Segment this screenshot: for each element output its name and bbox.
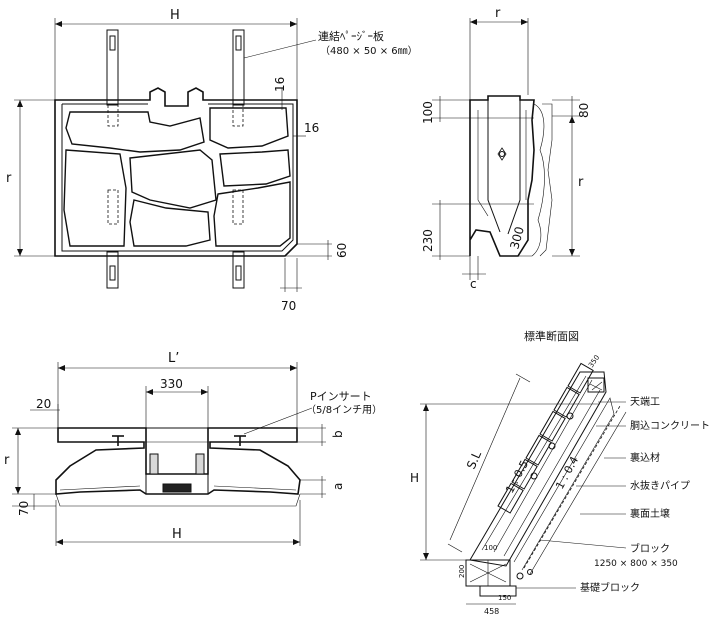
label-base: 基礎ブロック — [580, 581, 640, 594]
top-dim-70: 70 — [281, 299, 296, 313]
side-dim-230: 230 — [421, 229, 435, 252]
section-title: 標準断面図 — [524, 329, 579, 343]
front-dim-330: 330 — [160, 377, 183, 391]
top-dim-16-horizontal: 16 — [304, 121, 319, 135]
section-dim-H: H — [410, 471, 419, 485]
block-size: 1250 × 800 × 350 — [594, 559, 678, 569]
block-outline — [54, 87, 298, 257]
connecting-plate-left-top — [106, 29, 119, 106]
side-top-r: r — [495, 6, 501, 21]
side-dim-r: r — [578, 175, 584, 190]
front-dim-H: H — [172, 527, 182, 542]
section-dim-350: 350 — [587, 354, 601, 370]
section-dim-150: 150 — [498, 594, 511, 602]
connecting-plate-right-top — [232, 29, 245, 106]
section-dim-SL: S.L — [464, 449, 484, 472]
section-dim-200: 200 — [458, 565, 466, 578]
section-dim-100: 100 — [484, 544, 497, 552]
side-dim-c: c — [470, 277, 477, 291]
front-dim-b: b — [331, 430, 345, 438]
top-dim-60: 60 — [335, 243, 349, 258]
stone-pattern — [63, 107, 291, 247]
front-dim-a: a — [331, 483, 345, 490]
front-view: L’ 330 20 Pインサート （5/8インチ用） — [4, 351, 382, 546]
top-view-height-label: r — [6, 171, 12, 186]
top-view-width-label: H — [170, 8, 180, 23]
top-view: H r — [6, 8, 418, 313]
side-dim-80: 80 — [577, 103, 591, 118]
front-dim-r: r — [4, 453, 10, 468]
front-insert-spec: （5/8インチ用） — [306, 404, 382, 416]
standard-section: 標準断面図 H S.L 350 — [410, 329, 710, 616]
side-dim-300: 300 — [507, 225, 526, 251]
section-slope-1: 1 : 0.5 — [503, 458, 531, 495]
label-pipe: 水抜きパイプ — [630, 479, 690, 492]
p-insert-left — [112, 435, 124, 446]
p-insert-right — [234, 435, 246, 446]
section-blocks — [497, 362, 594, 514]
front-dim-70: 70 — [17, 501, 31, 516]
plate-size: （480 × 50 × 6㎜） — [320, 45, 418, 57]
top-dim-16-vertical: 16 — [273, 77, 287, 92]
side-view: r 100 230 80 r 300 — [421, 6, 591, 291]
connecting-plate-right-bottom — [232, 251, 245, 289]
label-soil: 裏面土壌 — [630, 507, 670, 520]
front-dim-L: L’ — [168, 351, 179, 366]
front-insert-label: Pインサート — [310, 390, 372, 403]
label-block: ブロック — [630, 542, 670, 555]
label-concrete: 胴込コンクリート — [630, 420, 710, 432]
front-dim-20: 20 — [36, 397, 51, 411]
section-dim-458: 458 — [484, 607, 499, 616]
connecting-plate-left-bottom — [106, 251, 119, 289]
label-tenba: 天端工 — [630, 395, 660, 408]
label-backfill: 裏込材 — [630, 451, 660, 464]
section-callouts: 天端工 胴込コンクリート 裏込材 水抜きパイプ 裏面土壌 ブロック 1250 ×… — [516, 395, 710, 594]
side-dim-100: 100 — [421, 101, 435, 124]
plate-label: 連結ﾍﾟｰｼﾞｰ板 — [318, 29, 384, 43]
